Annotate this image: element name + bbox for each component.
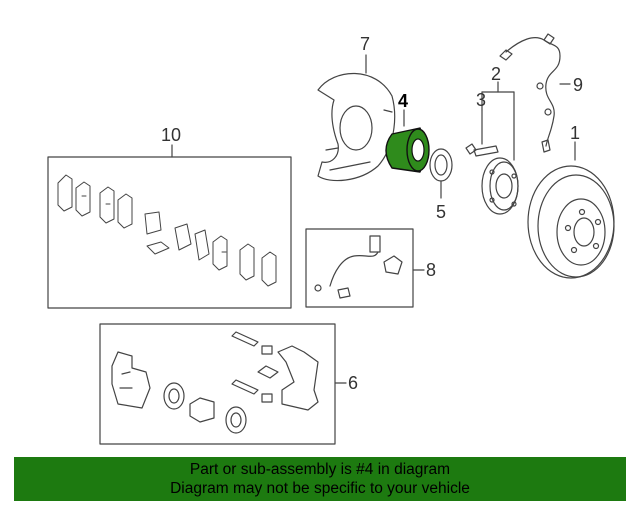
part-6-box	[99, 323, 336, 445]
banner-line-1: Part or sub-assembly is #4 in diagram	[189, 461, 451, 478]
part-10-brake-pad-kit[interactable]	[47, 144, 292, 309]
part-6-caliper-assembly[interactable]	[99, 323, 347, 445]
banner-line-2: Diagram may not be specific to your vehi…	[170, 480, 470, 497]
callout-5: 5	[436, 202, 446, 222]
part-8-brake-hose[interactable]	[305, 228, 425, 308]
callout-4: 4	[398, 91, 408, 111]
part-4-wheel-bearing[interactable]	[385, 109, 430, 173]
callout-3: 3	[476, 90, 486, 110]
info-banner: Part or sub-assembly is #4 in diagram Di…	[14, 457, 626, 501]
callout-7: 7	[360, 34, 370, 54]
callout-6: 6	[348, 373, 358, 393]
part-9-wheel-speed-sensor[interactable]	[499, 33, 571, 153]
part-7-dust-shield[interactable]	[317, 54, 396, 182]
callout-9: 9	[573, 75, 583, 95]
callout-labels: 7 4 2 3 9 1 5 10 8 6	[161, 34, 583, 393]
callout-2: 2	[491, 64, 501, 84]
callout-1: 1	[570, 123, 580, 143]
part-10-box	[47, 156, 292, 309]
callout-8: 8	[426, 260, 436, 280]
part-8-box	[305, 228, 414, 308]
pad-shapes	[57, 174, 277, 287]
part-2-hub[interactable]	[481, 81, 519, 215]
callout-10: 10	[161, 125, 181, 145]
part-5-snap-ring[interactable]	[429, 148, 453, 199]
part-1-brake-disc[interactable]	[527, 141, 615, 279]
part-3-hub-bolt[interactable]	[465, 109, 499, 157]
